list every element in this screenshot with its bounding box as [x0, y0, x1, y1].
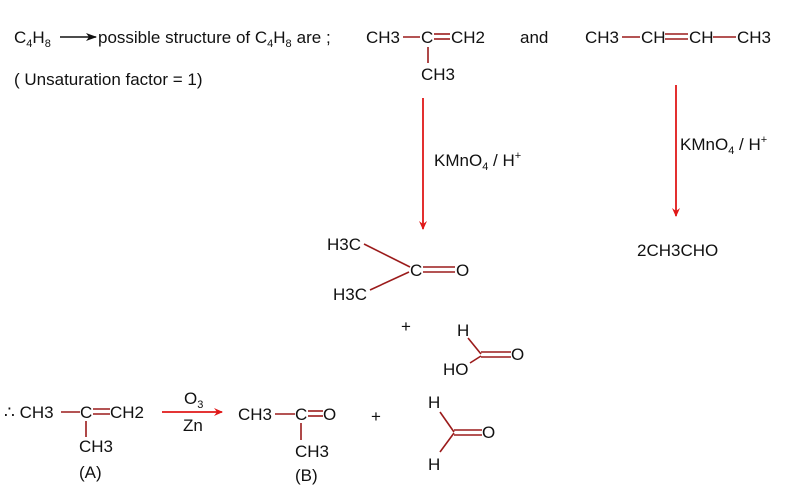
svg-text:CH3: CH3 — [238, 405, 272, 424]
svg-text:O: O — [456, 261, 469, 280]
svg-text:C: C — [410, 261, 422, 280]
svg-text:CH2: CH2 — [110, 403, 144, 422]
svg-text:HO: HO — [443, 360, 469, 379]
svg-text:(B): (B) — [295, 466, 318, 485]
svg-text:C: C — [80, 403, 92, 422]
svg-text:CH3: CH3 — [585, 28, 619, 47]
formula-c4h8: C4H8 — [14, 28, 51, 50]
plus-sign: + — [401, 317, 411, 336]
svg-text:(A): (A) — [79, 463, 102, 482]
svg-text:CH3: CH3 — [366, 28, 400, 47]
svg-text:CH: CH — [689, 28, 714, 47]
svg-text:CH3: CH3 — [295, 442, 329, 461]
svg-text:O: O — [511, 345, 524, 364]
plus-sign-bottom: + — [371, 407, 381, 426]
compound-b: CH3 C O CH3 (B) — [238, 405, 336, 485]
svg-text:H3C: H3C — [333, 285, 367, 304]
svg-text:H3C: H3C — [327, 235, 361, 254]
svg-text:CH3: CH3 — [737, 28, 771, 47]
svg-text:O: O — [323, 405, 336, 424]
and-text: and — [520, 28, 548, 47]
zinc-reagent: Zn — [183, 416, 203, 435]
svg-text:CH: CH — [641, 28, 666, 47]
svg-text:CH3: CH3 — [79, 437, 113, 456]
ozone-reagent: O3 — [184, 389, 203, 411]
unsaturation-note: ( Unsaturation factor = 1) — [14, 70, 203, 89]
svg-text:H: H — [428, 455, 440, 474]
svg-text:CH3: CH3 — [421, 65, 455, 84]
svg-text:C: C — [295, 405, 307, 424]
acetaldehyde-product: 2CH3CHO — [637, 241, 718, 260]
svg-text:CH2: CH2 — [451, 28, 485, 47]
reagent-left: KMnO4 / H+ — [434, 150, 521, 173]
isomer-isobutylene: CH3 C CH2 CH3 — [366, 28, 485, 84]
isomer-2-butene: CH3 CH CH CH3 — [585, 28, 771, 47]
svg-text:H: H — [457, 321, 469, 340]
formaldehyde-structure: H O H — [428, 393, 495, 474]
svg-text:C: C — [421, 28, 433, 47]
svg-text:H: H — [428, 393, 440, 412]
acetone-structure: H3C H3C C O — [327, 235, 469, 304]
reagent-right: KMnO4 / H+ — [680, 134, 767, 157]
compound-a: ∴ CH3 C CH2 CH3 (A) — [4, 403, 144, 482]
svg-text:O: O — [482, 423, 495, 442]
svg-text:C4H8: C4H8 — [14, 28, 51, 50]
svg-text:∴ CH3: ∴ CH3 — [4, 403, 54, 422]
formic-acid-structure: H O HO — [443, 321, 524, 379]
